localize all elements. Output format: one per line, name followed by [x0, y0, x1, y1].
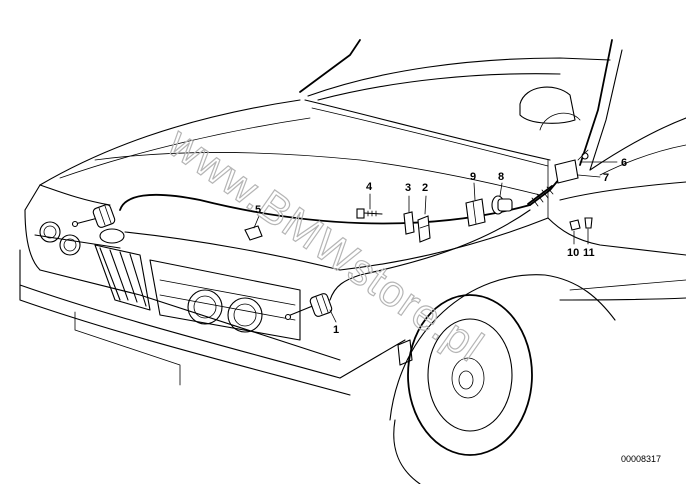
part-4-bolt	[356, 208, 383, 219]
callout-7: 7	[603, 172, 609, 184]
part-9-double-clip	[465, 198, 486, 227]
part-11-pin	[584, 217, 593, 229]
part-8-grommet	[491, 195, 513, 215]
callout-3: 3	[405, 182, 411, 194]
part-10-clip	[569, 219, 581, 231]
callout-11: 11	[583, 247, 595, 259]
callout-10: 10	[567, 247, 579, 259]
callout-1: 1	[333, 324, 339, 336]
leader-lines	[253, 161, 618, 323]
watermark-text: www.BMWstore.pl	[158, 117, 492, 371]
callout-5: 5	[255, 204, 261, 216]
callout-4: 4	[366, 181, 373, 193]
callout-labels: 1 2 3 4 5 6 7 8 9 10 11	[255, 157, 627, 336]
upper-cable-end	[71, 204, 116, 228]
part-1-cable-end	[284, 293, 333, 321]
part-5-clip	[244, 225, 263, 241]
callout-6: 6	[621, 157, 627, 169]
car-body-outline	[19, 39, 686, 484]
part-3-bracket	[403, 211, 415, 235]
callout-8: 8	[498, 171, 504, 183]
part-6-7-hinge	[554, 149, 589, 184]
part-2-clip	[417, 215, 431, 243]
callout-9: 9	[470, 171, 476, 183]
diagram-reference-number: 00008317	[621, 454, 661, 464]
cable-sheath	[527, 185, 554, 207]
callout-2: 2	[422, 182, 428, 194]
